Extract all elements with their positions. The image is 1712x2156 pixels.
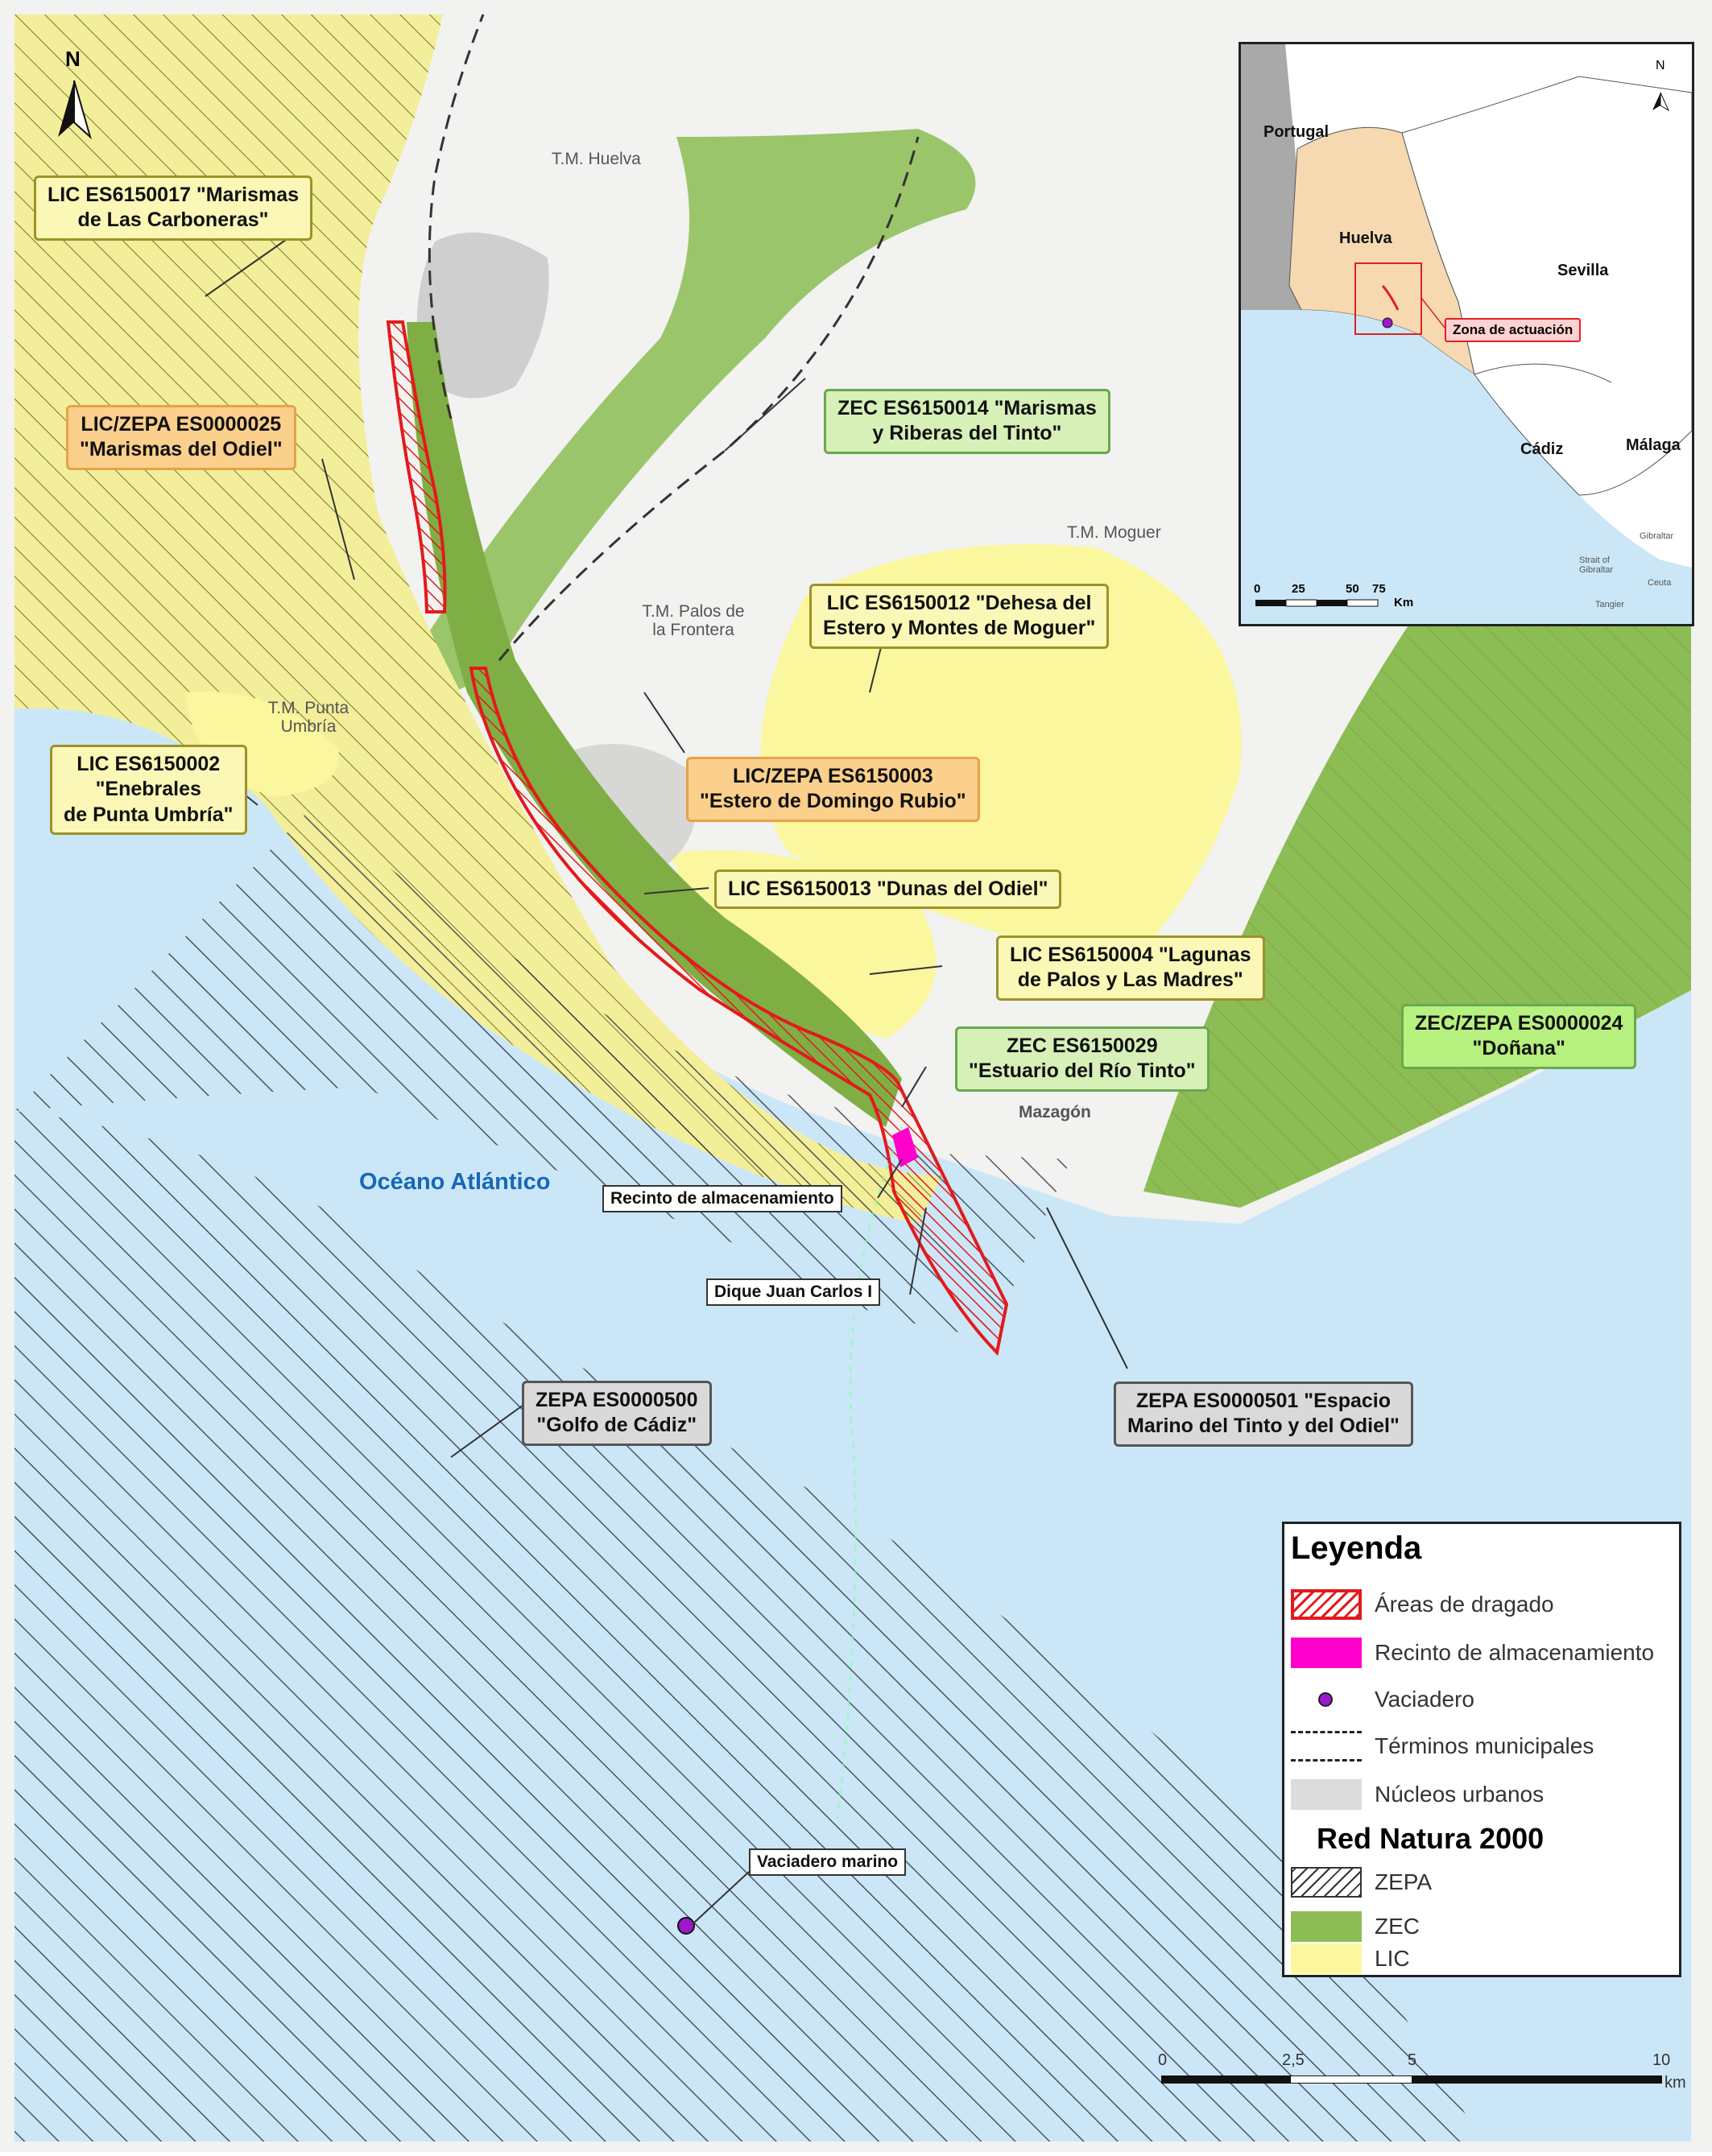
inset-scale-0: 0 xyxy=(1254,582,1261,596)
inset-scale-75: 75 xyxy=(1372,582,1386,596)
legend-item-urban: Núcleos urbanos xyxy=(1291,1778,1544,1811)
label-donana: ZEC/ZEPA ES0000024"Doñana" xyxy=(1401,1004,1637,1069)
legend-item-dredging: Áreas de dragado xyxy=(1291,1588,1554,1621)
town-label-palos: T.M. Palos de la Frontera xyxy=(642,602,745,640)
vaciadero-swatch-icon xyxy=(1291,1684,1362,1715)
inset-map: N Portugal Huelva Sevilla Cádiz Málaga S… xyxy=(1239,42,1694,626)
zepa-golfo-cadiz-area xyxy=(14,1111,1482,2142)
urban-swatch-icon xyxy=(1291,1779,1362,1810)
municipal-boundary-1 xyxy=(498,136,920,661)
legend-item-recinto: Recinto de almacenamiento xyxy=(1291,1637,1654,1669)
label-recinto: Recinto de almacenamiento xyxy=(602,1185,842,1212)
legend-item-vaciadero: Vaciadero xyxy=(1291,1683,1474,1716)
zec-estuario-area xyxy=(407,322,902,1127)
dredging-swatch-icon xyxy=(1291,1589,1362,1620)
legend-item-zepa: ZEPA xyxy=(1291,1866,1432,1898)
inset-cadiz-label: Cádiz xyxy=(1520,440,1564,458)
scale-tick-5: 5 xyxy=(1408,2051,1417,2069)
scale-unit: km xyxy=(1664,2074,1686,2092)
inset-gibraltar-label: Gibraltar xyxy=(1640,531,1674,541)
north-label: N xyxy=(65,47,81,71)
legend-item-lic: LIC xyxy=(1291,1943,1410,1975)
inset-portugal xyxy=(1241,44,1301,310)
label-lic-dunas: LIC ES6150013 "Dunas del Odiel" xyxy=(714,869,1062,910)
label-domingo-rubio: LIC/ZEPA ES6150003"Estero de Domingo Rub… xyxy=(686,757,980,822)
legend-natura-title: Red Natura 2000 xyxy=(1317,1822,1545,1855)
inset-scale-25: 25 xyxy=(1292,582,1305,596)
inset-zona-label: Zona de actuación xyxy=(1445,318,1582,342)
town-label-moguer: T.M. Moguer xyxy=(1067,523,1161,542)
inset-ceuta-label: Ceuta xyxy=(1648,578,1672,588)
municipal-boundary-2 xyxy=(428,14,485,419)
scale-tick-2-5: 2,5 xyxy=(1282,2051,1305,2069)
label-lic-zepa-odiel: LIC/ZEPA ES0000025"Marismas del Odiel" xyxy=(66,405,296,470)
inset-sevilla-label: Sevilla xyxy=(1557,262,1609,279)
inset-scale-50: 50 xyxy=(1346,582,1359,596)
scale-tick-0: 0 xyxy=(1158,2051,1168,2069)
zec-swatch-icon xyxy=(1291,1911,1362,1942)
lic-swatch-icon xyxy=(1291,1943,1362,1974)
inset-portugal-label: Portugal xyxy=(1263,123,1329,141)
legend: Leyenda Áreas de dragado Recinto de alma… xyxy=(1282,1522,1681,1977)
inset-tangier-label: Tangier xyxy=(1595,600,1625,609)
recinto-area xyxy=(892,1127,918,1167)
ocean-label: Océano Atlántico xyxy=(359,1169,551,1195)
town-label-mazagon: Mazagón xyxy=(1019,1103,1091,1121)
recinto-swatch-icon xyxy=(1291,1638,1362,1668)
legend-title: Leyenda xyxy=(1291,1530,1422,1566)
dredging-areas xyxy=(386,320,1009,1357)
scale-bar: 0 2,5 5 10 km xyxy=(1153,2051,1686,2092)
inset-north: N xyxy=(1656,59,1665,72)
huelva-urban xyxy=(416,232,549,399)
town-label-punta-umbria: T.M. Punta Umbría xyxy=(267,699,349,737)
town-label-huelva: T.M. Huelva xyxy=(552,150,641,168)
scale-tick-10: 10 xyxy=(1652,2051,1671,2069)
label-dique: Dique Juan Carlos I xyxy=(706,1278,881,1306)
zepa-swatch-icon xyxy=(1291,1867,1362,1898)
inset-malaga-label: Málaga xyxy=(1626,436,1681,454)
north-arrow-icon xyxy=(58,80,92,140)
zec-tinto-area xyxy=(411,129,976,692)
vaciadero-point xyxy=(677,1917,695,1935)
label-vaciadero: Vaciadero marino xyxy=(749,1848,907,1876)
inset-scale-unit: Km xyxy=(1394,596,1414,609)
legend-item-zec: ZEC xyxy=(1291,1910,1420,1943)
inset-strait-label: Strait of Gibraltar xyxy=(1579,556,1614,575)
label-zepa-golfo: ZEPA ES0000500"Golfo de Cádiz" xyxy=(522,1381,712,1446)
legend-item-municipal: Términos municipales xyxy=(1291,1730,1594,1762)
label-zec-estuario: ZEC ES6150029"Estuario del Río Tinto" xyxy=(955,1026,1210,1092)
inset-huelva-label: Huelva xyxy=(1339,229,1392,247)
municipal-swatch-icon xyxy=(1291,1731,1362,1762)
